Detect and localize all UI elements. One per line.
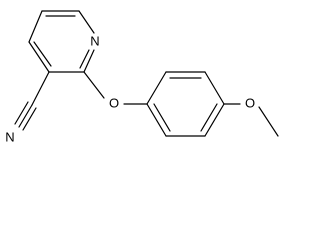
pyridine-bond-n1-c2-inner — [79, 49, 90, 69]
phenyl-bond-6-inner — [153, 103, 171, 132]
pyridine-bond-c3-c4-inner — [33, 41, 52, 67]
phenyl-bond-6 — [146, 103, 167, 137]
atom-label-nitrile-n: N — [5, 129, 14, 144]
atom-label-ether-o: O — [109, 95, 119, 110]
atom-label-ring-n: N — [90, 33, 99, 48]
nitrile-group — [14, 71, 50, 131]
pyridine-bond-c3-c4 — [28, 41, 50, 73]
molecule-drawing: N O O N — [5, 10, 279, 144]
phenyl-ring — [146, 71, 225, 137]
methoxy-group — [223, 103, 279, 137]
ether-bond-c2-o — [83, 71, 105, 99]
pyridine-bond-c4-c5 — [28, 10, 43, 43]
phenyl-bond-3 — [204, 71, 225, 105]
phenyl-bond-4-inner — [200, 103, 218, 132]
nitrile-bond-c3-cn — [31, 71, 50, 106]
methoxy-bond-o-ch3 — [258, 106, 279, 137]
pyridine-ring — [28, 10, 95, 73]
nitrile-triple-bond-1 — [18, 104, 33, 128]
phenyl-bond-1 — [146, 71, 167, 105]
pyridine-bond-n1-c2 — [83, 49, 95, 73]
phenyl-bond-4 — [204, 103, 225, 137]
nitrile-triple-bond-3 — [22, 107, 37, 131]
pyridine-bond-c6-n1 — [78, 10, 95, 34]
chemical-structure-diagram: N O O N — [5, 10, 279, 145]
atom-label-methoxy-o: O — [245, 95, 255, 110]
nitrile-triple-bond-2 — [14, 101, 29, 125]
ether-linkage — [83, 71, 148, 105]
